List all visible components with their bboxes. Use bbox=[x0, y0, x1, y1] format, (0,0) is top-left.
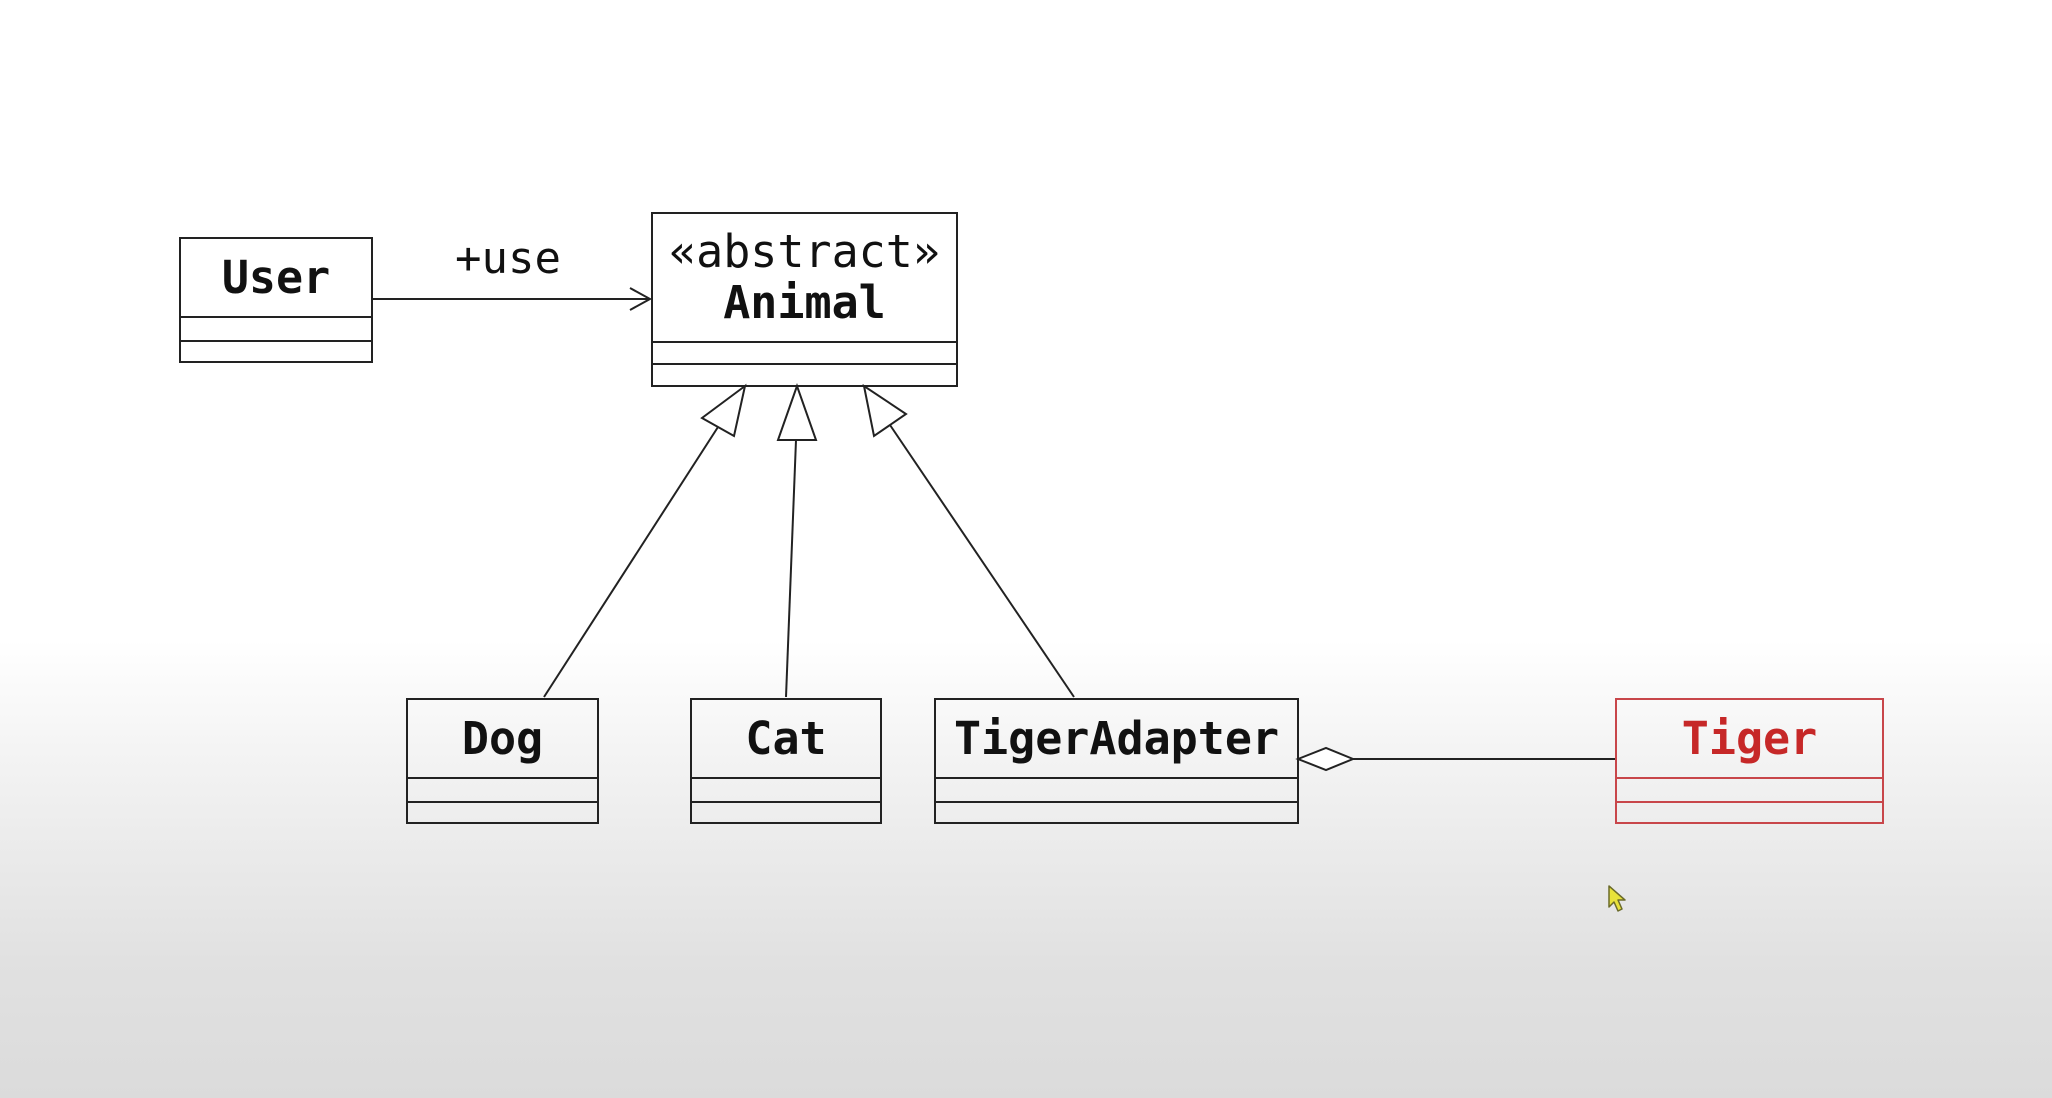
association-user-animal[interactable] bbox=[373, 287, 653, 311]
class-name: Cat bbox=[745, 711, 827, 765]
class-name-compartment: User bbox=[181, 239, 371, 318]
class-name: Animal bbox=[723, 275, 886, 329]
generalization-line bbox=[543, 426, 719, 698]
operations-compartment bbox=[181, 342, 371, 361]
class-dog[interactable]: Dog bbox=[406, 698, 599, 824]
class-cat[interactable]: Cat bbox=[690, 698, 882, 824]
operations-compartment bbox=[936, 803, 1297, 822]
generalization-dog-animal[interactable] bbox=[543, 383, 747, 698]
class-name-compartment: Cat bbox=[692, 700, 880, 779]
attributes-compartment bbox=[936, 779, 1297, 803]
class-tiger[interactable]: Tiger bbox=[1615, 698, 1884, 824]
association-label-use: +use bbox=[455, 233, 561, 284]
attributes-compartment bbox=[1617, 779, 1882, 803]
hollow-diamond-icon bbox=[1295, 746, 1356, 772]
generalization-line bbox=[889, 424, 1075, 698]
hollow-triangle-arrowhead-icon bbox=[862, 383, 908, 438]
class-name: Dog bbox=[461, 711, 544, 765]
class-name: TigerAdapter bbox=[953, 711, 1280, 765]
class-name-compartment: «abstract» Animal bbox=[653, 214, 956, 343]
aggregation-tigeradapter-tiger[interactable] bbox=[1295, 746, 1615, 772]
class-name: User bbox=[221, 250, 331, 304]
hollow-triangle-arrowhead-icon bbox=[700, 383, 747, 438]
attributes-compartment bbox=[692, 779, 880, 803]
class-name-compartment: TigerAdapter bbox=[936, 700, 1297, 779]
class-name-compartment: Dog bbox=[408, 700, 597, 779]
attributes-compartment bbox=[181, 318, 371, 342]
operations-compartment bbox=[408, 803, 597, 822]
operations-compartment bbox=[692, 803, 880, 822]
class-animal[interactable]: «abstract» Animal bbox=[651, 212, 958, 387]
class-stereotype: «abstract» bbox=[669, 224, 940, 278]
attributes-compartment bbox=[653, 343, 956, 365]
generalization-cat-animal[interactable] bbox=[776, 382, 818, 698]
attributes-compartment bbox=[408, 779, 597, 803]
class-name-compartment: Tiger bbox=[1617, 700, 1882, 779]
generalization-line bbox=[785, 439, 797, 698]
open-arrowhead-icon bbox=[629, 287, 653, 311]
operations-compartment bbox=[1617, 803, 1882, 822]
class-name: Tiger bbox=[1681, 711, 1818, 765]
operations-compartment bbox=[653, 365, 956, 385]
class-tigeradapter[interactable]: TigerAdapter bbox=[934, 698, 1299, 824]
generalization-tigeradapter-animal[interactable] bbox=[862, 383, 1075, 698]
mouse-pointer-icon bbox=[1608, 885, 1626, 912]
hollow-triangle-arrowhead-icon bbox=[776, 382, 818, 441]
class-user[interactable]: User bbox=[179, 237, 373, 363]
